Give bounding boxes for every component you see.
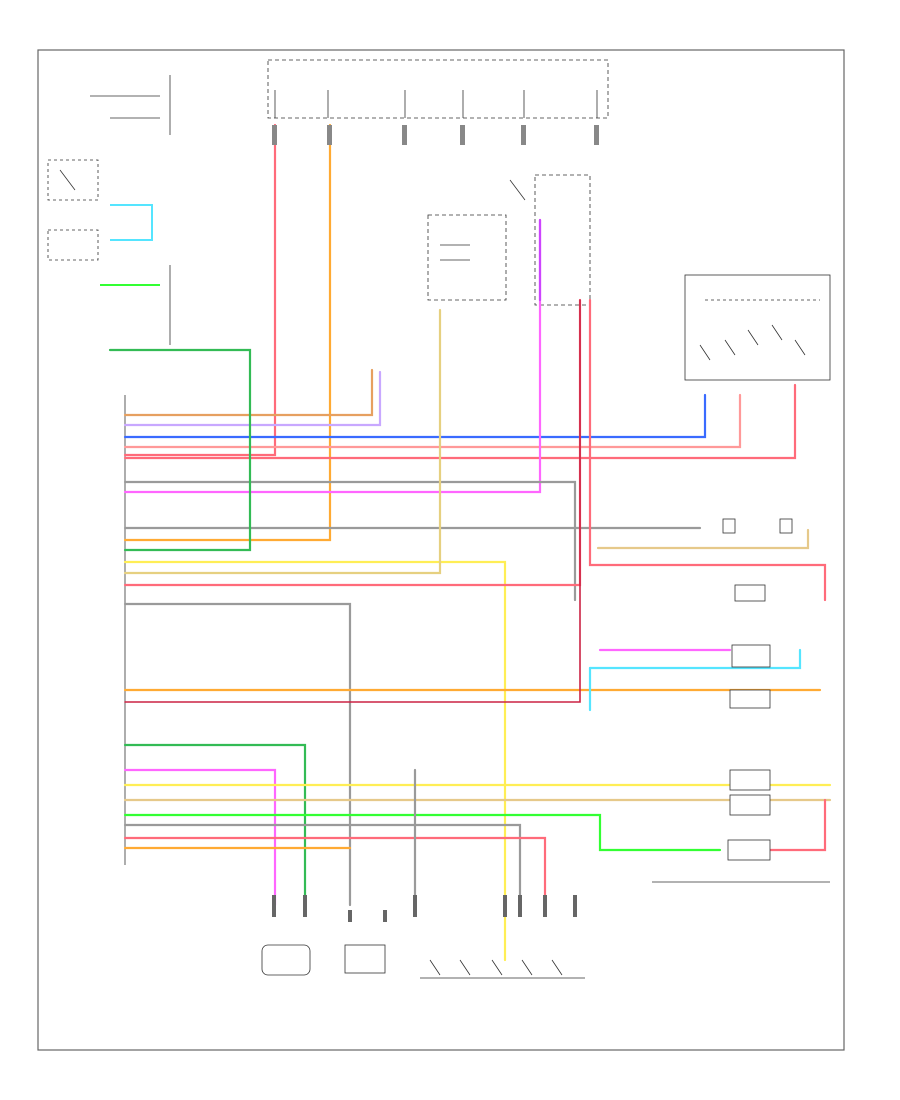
- wire-harness: [108, 123, 832, 962]
- ignition-relay-area: [47, 75, 171, 345]
- range-switch-assembly: [684, 274, 831, 381]
- fuse-block-top: [267, 59, 609, 119]
- bottom-connector-stubs: [272, 895, 577, 922]
- diagram-frame: [37, 49, 845, 1051]
- bottom-components: [261, 944, 585, 979]
- wire-light-blue-top: [110, 204, 153, 241]
- relay-box-center: [427, 174, 591, 306]
- sensor-components-right: [722, 518, 793, 861]
- top-connector-stubs: [272, 125, 599, 145]
